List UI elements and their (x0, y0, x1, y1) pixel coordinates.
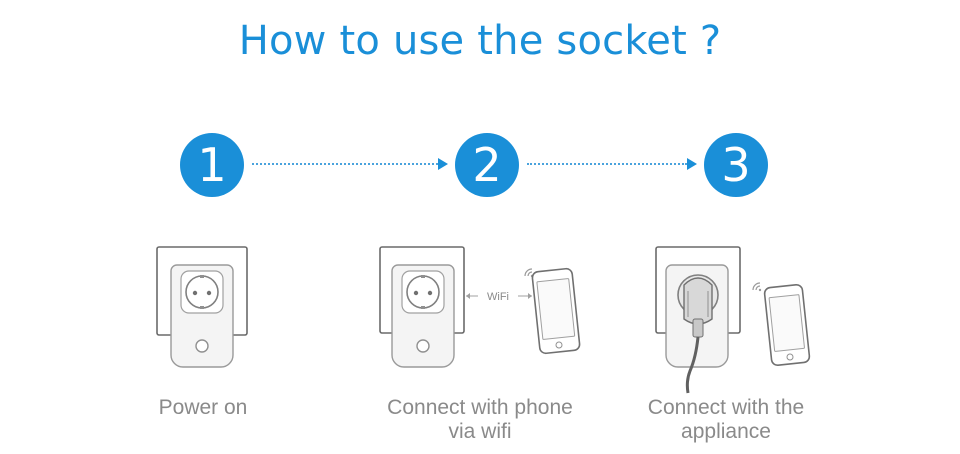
step-1-label: Power on (103, 396, 303, 420)
step-2-label: Connect with phone via wifi (360, 396, 600, 444)
step-3-label-line-2: appliance (681, 420, 771, 443)
wifi-label: WiFi (487, 291, 509, 303)
step-2-label-line-1: Connect with phone (387, 396, 573, 419)
step-3-label-line-1: Connect with the (647, 396, 805, 419)
step-3-number: 3 (704, 133, 768, 197)
connector-2-3 (527, 163, 687, 165)
page-title: How to use the socket ? (238, 18, 722, 64)
arrow-right-icon (438, 158, 448, 170)
plugged-socket-icon (655, 246, 741, 394)
step-1-number: 1 (180, 133, 244, 197)
step-1-label-line-1: Power on (158, 396, 248, 419)
arrow-right-icon (687, 158, 697, 170)
step-3-label: Connect with the appliance (616, 396, 836, 444)
connector-1-2 (252, 163, 438, 165)
step-2-number: 2 (455, 133, 519, 197)
smart-socket-icon (379, 246, 465, 368)
smartphone-icon (524, 267, 581, 355)
smart-socket-icon (156, 246, 248, 368)
smartphone-icon (752, 282, 811, 366)
wifi-link-icon: WiFi (466, 291, 532, 303)
step-2-label-line-2: via wifi (448, 420, 512, 443)
